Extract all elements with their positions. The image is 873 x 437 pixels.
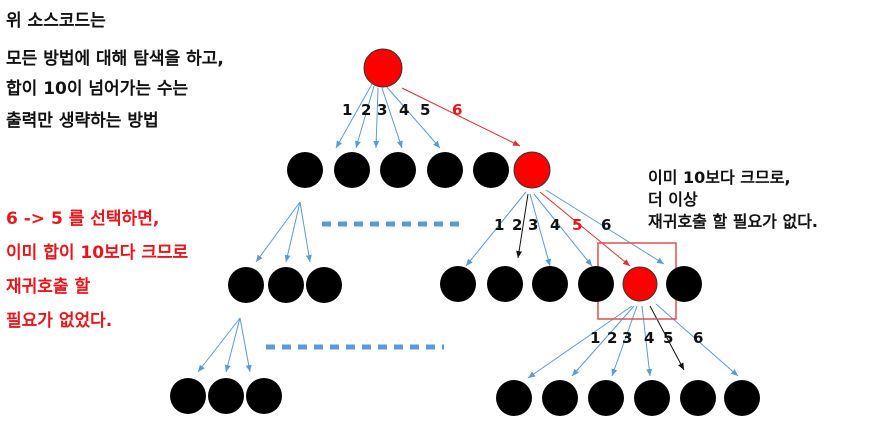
level3-node [724,380,760,416]
level2-right-nodes [440,266,702,302]
desc-line-3: 합이 10이 넘어가는 수는 [6,79,189,99]
level2-node [306,267,342,303]
edges-root [335,83,521,149]
note-line-3: 재귀호출 할 [6,277,91,297]
level3-right-nodes [496,380,760,416]
edge-label-bot-2: 2 [607,329,617,347]
edge-label-mid-2: 2 [512,216,522,234]
edge-label-mid-5: 5 [572,216,582,234]
edge-label-mid-6: 6 [601,216,611,234]
edges-red-l1 [465,189,665,267]
edge-label-bot-6: 6 [693,329,703,347]
desc-line-1: 위 소스코드는 [6,11,106,31]
edge-label-bot-3: 3 [622,329,632,347]
desc-line-2: 모든 방법에 대해 탐색을 하고, [6,49,224,69]
level1-node [427,152,463,188]
note-line-4: 필요가 없었다. [6,311,113,331]
root-node [363,48,403,88]
level1-node [473,152,509,188]
callout-line-1: 이미 10보다 크므로, [648,168,791,187]
level2-node [228,267,264,303]
level2-node [440,266,476,302]
level1-node [287,152,323,188]
level3-node [170,378,206,414]
level3-node [634,380,670,416]
level1-nodes [287,152,509,188]
callout-line-2: 더 이상 [648,190,698,209]
level3-left-nodes [170,378,282,414]
level1-node [380,152,416,188]
level1-node [334,152,370,188]
callout-line-3: 재귀호출 할 필요가 없다. [648,212,818,231]
level3-node [496,380,532,416]
level1-node-red [513,151,551,189]
edge-label-top-6: 6 [452,101,462,119]
level2-node [268,267,304,303]
level3-node [542,380,578,416]
level2-left-nodes [228,267,342,303]
level3-node [588,380,624,416]
edge-label-top-5: 5 [420,101,430,119]
level2-node [487,266,523,302]
edge-label-bot-1: 1 [590,329,600,347]
edge-label-top-4: 4 [399,101,409,119]
level2-node-red [622,266,658,302]
edges-left-l1 [255,201,312,263]
level2-node [532,266,568,302]
edge-label-mid-4: 4 [550,216,560,234]
note-line-2: 이미 합이 10보다 크므로 [6,243,189,263]
level2-node [578,266,614,302]
edge-label-top-3: 3 [377,101,387,119]
edges-left-l2 [197,317,252,373]
level3-node [208,378,244,414]
edge-label-top-1: 1 [342,101,352,119]
edges-red-l2 [527,303,739,379]
edge-label-top-2: 2 [361,101,371,119]
edge-label-bot-5: 5 [663,329,673,347]
level2-node [666,266,702,302]
level3-node [246,378,282,414]
note-line-1: 6 -> 5 를 선택하면, [6,209,160,229]
edge-label-bot-4: 4 [644,329,654,347]
level3-node [680,380,716,416]
desc-line-4: 출력만 생략하는 방법 [6,111,159,131]
edge-label-mid-1: 1 [494,216,504,234]
edge-label-mid-3: 3 [528,216,538,234]
